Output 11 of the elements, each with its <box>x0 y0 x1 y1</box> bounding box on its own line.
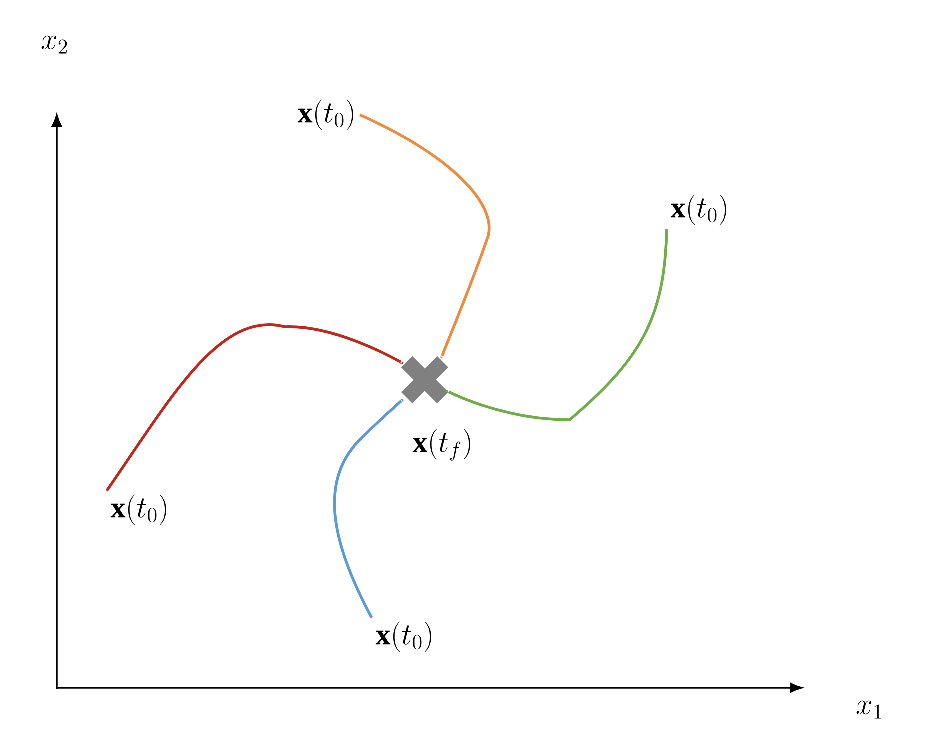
axis-label: $x_2$ <box>42 36 68 54</box>
point-label: $\mathbf{x}(t_0)$ <box>376 622 432 652</box>
trajectory-curve <box>106 324 403 492</box>
trajectory-curve <box>359 114 491 358</box>
point-label: $\mathbf{x}(t_0)$ <box>298 100 354 130</box>
point-label: $\mathbf{x}(t_0)$ <box>670 194 726 226</box>
trajectory-curve <box>333 400 404 619</box>
point-label: $\mathbf{x}(t_f)$ <box>412 429 470 461</box>
axis-label: $x_1$ <box>856 700 882 719</box>
trajectory-curve <box>447 228 668 422</box>
point-label: $\mathbf{x}(t_0)$ <box>110 494 166 526</box>
